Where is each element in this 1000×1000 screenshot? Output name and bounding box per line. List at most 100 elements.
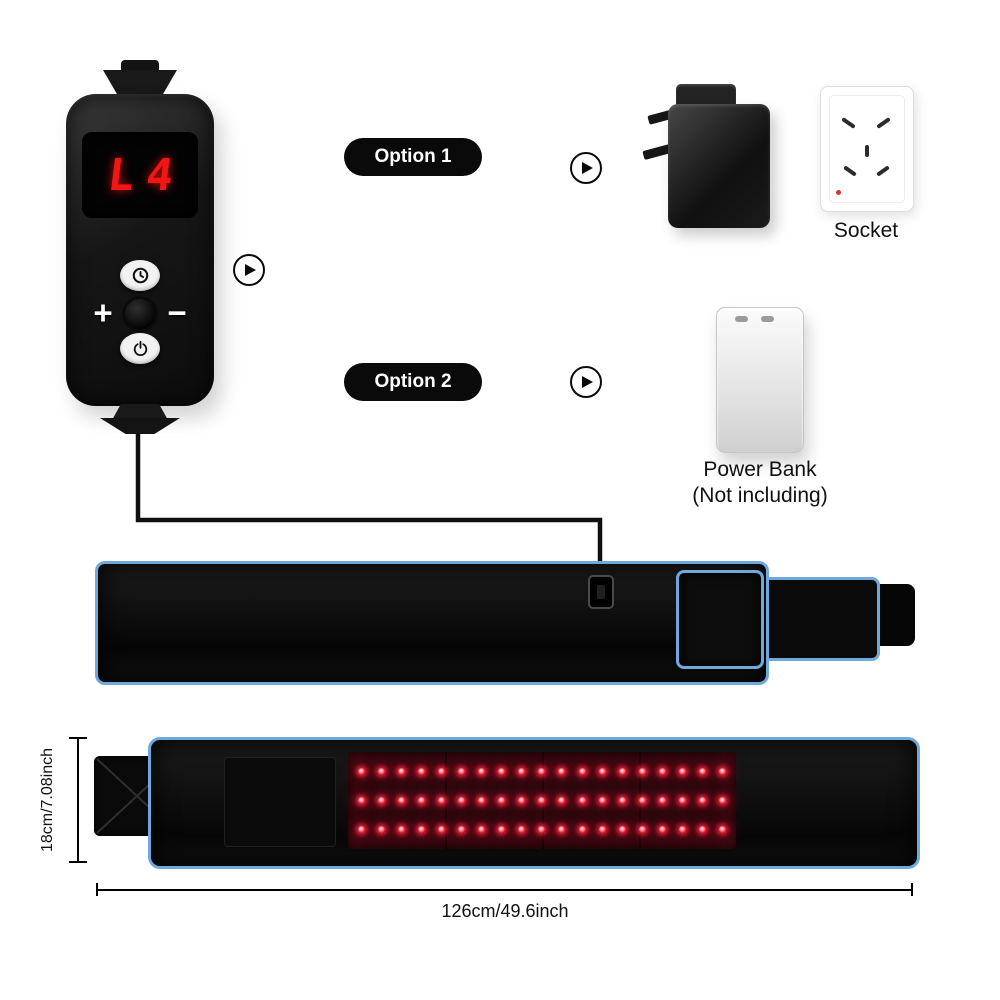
- led-light: [658, 768, 666, 775]
- led-row: [351, 786, 733, 815]
- led-light: [397, 797, 405, 804]
- socket-indicator-dot: [836, 190, 841, 195]
- led-light: [638, 768, 646, 775]
- arrow-right-icon: [570, 152, 602, 184]
- led-light: [478, 826, 486, 833]
- led-light: [618, 797, 626, 804]
- led-light: [699, 768, 707, 775]
- led-light: [498, 826, 506, 833]
- led-light: [397, 768, 405, 775]
- clock-icon: [132, 267, 148, 284]
- usb-port: [735, 316, 748, 322]
- belt-inner-pocket: [224, 757, 336, 847]
- led-light: [598, 826, 606, 833]
- led-light: [719, 797, 727, 804]
- led-light: [518, 797, 526, 804]
- led-light: [538, 797, 546, 804]
- led-light: [417, 768, 425, 775]
- belt-outside-view: [95, 561, 769, 685]
- timer-button: [120, 260, 160, 291]
- dimension-tick: [69, 737, 87, 739]
- arrow-right-icon: [570, 366, 602, 398]
- led-light: [377, 797, 385, 804]
- led-row: [351, 815, 733, 844]
- height-dimension-label: 18cm/7.08inch: [39, 747, 56, 853]
- minus-button: −: [167, 294, 187, 331]
- power-bank: [716, 307, 804, 453]
- led-light: [437, 768, 445, 775]
- led-light: [397, 826, 405, 833]
- arrow-triangle: [582, 162, 593, 174]
- led-light: [498, 768, 506, 775]
- port-slot: [597, 585, 605, 599]
- led-light: [498, 797, 506, 804]
- led-light: [357, 797, 365, 804]
- belt-power-port: [588, 575, 614, 609]
- led-light: [618, 768, 626, 775]
- arrow-right-icon: [233, 254, 265, 286]
- controller-bottom-connector: [112, 404, 168, 420]
- wall-socket: [820, 86, 914, 212]
- power-bank-note: (Not including): [692, 484, 828, 507]
- plus-button: +: [93, 294, 113, 331]
- led-light: [377, 826, 385, 833]
- led-light: [538, 768, 546, 775]
- power-bank-label: Power Bank: [703, 458, 817, 481]
- led-light: [578, 826, 586, 833]
- dimension-tick: [96, 883, 98, 896]
- led-light: [478, 768, 486, 775]
- dimension-tick: [69, 861, 87, 863]
- height-dimension-line: [77, 738, 79, 863]
- power-adapter: [668, 104, 770, 228]
- led-light: [699, 826, 707, 833]
- belt-controller-pocket: [676, 570, 764, 669]
- usb-port: [761, 316, 774, 322]
- arrow-triangle: [582, 376, 593, 388]
- controller-top-cap: [121, 60, 159, 72]
- socket-plate: [829, 95, 905, 203]
- led-light: [458, 826, 466, 833]
- length-dimension-line: [97, 889, 913, 891]
- led-light: [437, 826, 445, 833]
- dimension-tick: [911, 883, 913, 896]
- display-value: L4: [104, 149, 188, 201]
- option-2-pill: Option 2: [344, 363, 482, 401]
- led-panel: [348, 752, 736, 849]
- socket-slit: [865, 145, 869, 157]
- led-light: [458, 797, 466, 804]
- led-light: [458, 768, 466, 775]
- led-light: [658, 797, 666, 804]
- led-light: [578, 797, 586, 804]
- arrow-triangle: [245, 264, 256, 276]
- led-light: [699, 797, 707, 804]
- led-light: [638, 797, 646, 804]
- led-light: [417, 797, 425, 804]
- led-row: [351, 757, 733, 786]
- led-light: [518, 768, 526, 775]
- led-light: [558, 768, 566, 775]
- option-1-label: Option 1: [374, 146, 452, 167]
- power-button: [120, 333, 160, 364]
- controller-display: L4: [84, 134, 196, 216]
- controller-center-dial: [122, 296, 158, 332]
- led-light: [538, 826, 546, 833]
- led-light: [679, 797, 687, 804]
- led-light: [357, 768, 365, 775]
- led-light: [598, 768, 606, 775]
- led-light: [417, 826, 425, 833]
- led-light: [578, 768, 586, 775]
- led-light: [719, 826, 727, 833]
- led-light: [357, 826, 365, 833]
- led-light: [558, 826, 566, 833]
- controller-bottom-cap: [100, 418, 180, 434]
- led-light: [679, 768, 687, 775]
- option-2-label: Option 2: [374, 371, 452, 392]
- option-1-pill: Option 1: [344, 138, 482, 176]
- led-light: [618, 826, 626, 833]
- led-light: [437, 797, 445, 804]
- led-light: [658, 826, 666, 833]
- led-light: [598, 797, 606, 804]
- led-light: [558, 797, 566, 804]
- led-light: [638, 826, 646, 833]
